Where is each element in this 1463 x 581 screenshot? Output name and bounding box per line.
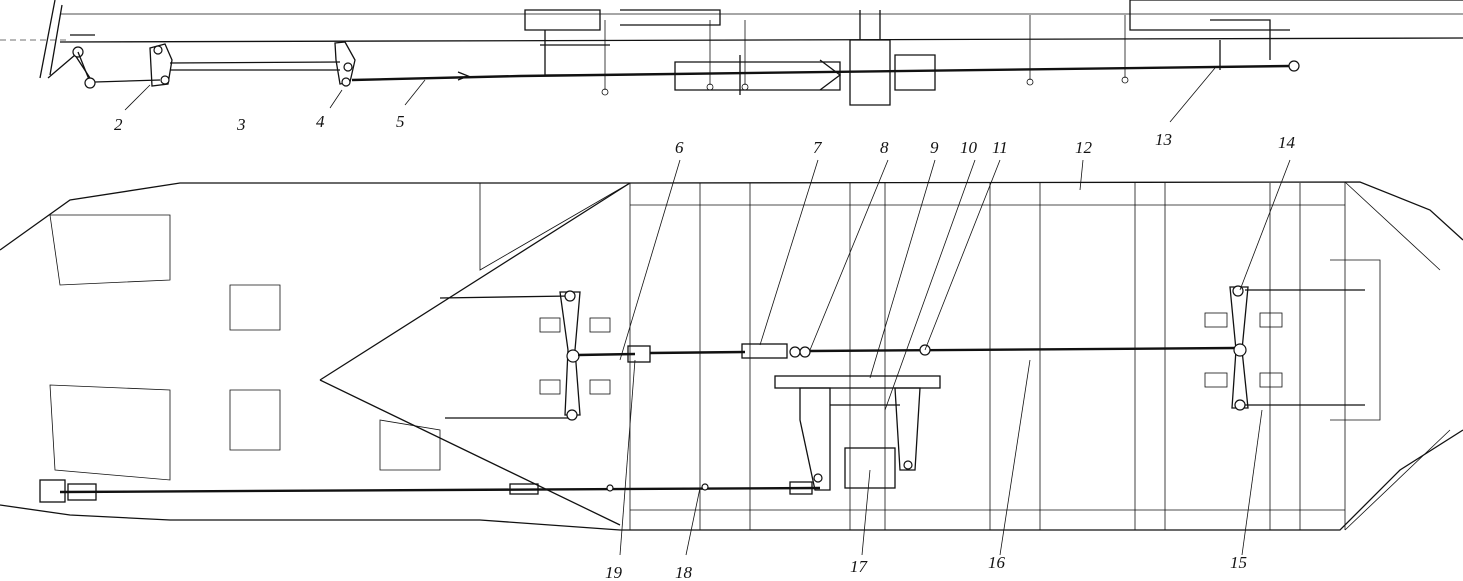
callout-3: 3	[236, 115, 246, 134]
callout-18: 18	[675, 563, 693, 581]
callout-4: 4	[316, 112, 325, 131]
callout-16: 16	[988, 553, 1006, 572]
callout-13: 13	[1155, 130, 1172, 149]
plan-view	[0, 181, 1463, 531]
callout-labels: 2 3 4 5 13 6 7 8 9 10 11 12 14 19 18 17 …	[114, 112, 1296, 581]
callout-5: 5	[396, 112, 405, 131]
callout-7: 7	[813, 138, 823, 157]
elevation-view	[0, 0, 1463, 106]
callout-15: 15	[1230, 553, 1247, 572]
callout-19: 19	[605, 563, 623, 581]
callout-10: 10	[960, 138, 978, 157]
callout-11: 11	[992, 138, 1008, 157]
callout-9: 9	[930, 138, 939, 157]
callout-8: 8	[880, 138, 889, 157]
callout-2: 2	[114, 115, 123, 134]
leader-lines	[124, 67, 1291, 556]
callout-6: 6	[675, 138, 684, 157]
callout-14: 14	[1278, 133, 1296, 152]
callout-12: 12	[1075, 138, 1093, 157]
callout-17: 17	[850, 557, 869, 576]
